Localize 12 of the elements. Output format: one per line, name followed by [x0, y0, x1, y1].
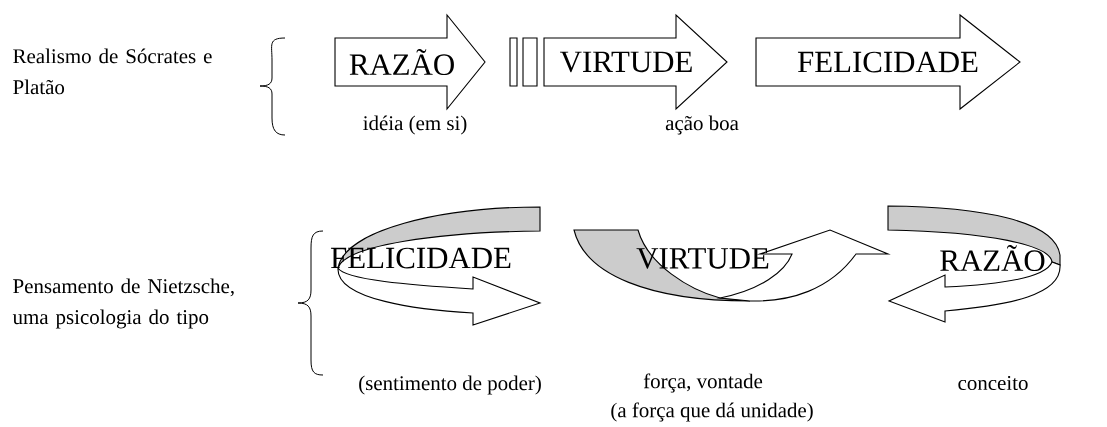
arrow-shaped-box: RAZÃO	[887, 205, 1061, 323]
node-label: (sentimento de poder)	[359, 375, 541, 395]
group-label: Realismo de Sócrates e Platão	[13, 48, 212, 95]
node-label: idéia (em si)	[363, 115, 467, 135]
node-label: ação boa	[665, 115, 739, 135]
node-label: força, vontade	[643, 373, 763, 393]
arrow-shaped-box: VIRTUDE	[509, 13, 728, 111]
arrow-shaped-box: RAZÃO	[334, 13, 486, 111]
group-label: Pensamento de Nietzsche, uma psicologia do tipo	[12, 278, 234, 329]
node-label: (a força que dá unidade)	[611, 402, 813, 422]
arrow-shaped-box: FELICIDADE	[755, 13, 1021, 111]
node-label: conceito	[958, 375, 1028, 391]
